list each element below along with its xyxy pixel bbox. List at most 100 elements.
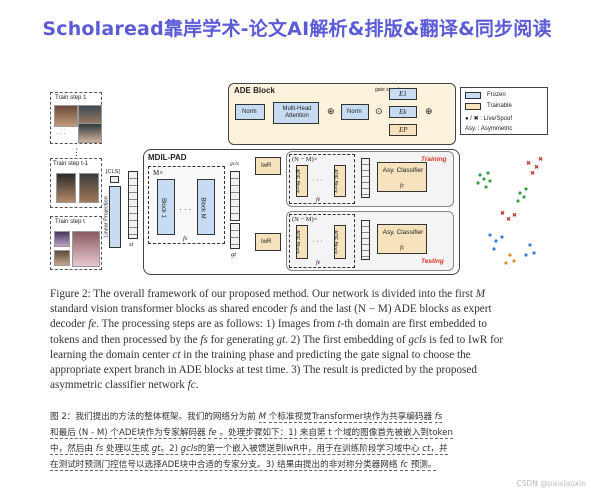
- cls-token-label: [CLS]: [106, 169, 120, 175]
- testing-branch: (N − M)× ADE Block · · · ADE Block fe As…: [286, 211, 454, 271]
- caption-zh-text: 中，然后由: [50, 444, 93, 455]
- caption-en-math: fc: [187, 379, 196, 392]
- caption-zh-math: fs: [434, 412, 443, 423]
- caption-en-text: . 2) The first embedding of: [285, 333, 406, 346]
- block-ellipsis: · · ·: [312, 238, 323, 245]
- caption-en-math: ct: [172, 348, 181, 361]
- ade-block-label: ADE Block: [331, 169, 338, 193]
- asy-classifier-testing: Asy. Classifier fc: [377, 224, 427, 254]
- block-ellipsis: · · ·: [179, 205, 192, 214]
- ade-block-training-1: ADE Block: [293, 165, 308, 197]
- linear-projection-box: Linear Projection: [104, 186, 121, 248]
- caption-en-text: appropriate expert branch in ADE blocks …: [50, 364, 477, 377]
- asy-classifier-label-2: Asy. Classifier: [382, 229, 424, 236]
- caption-en-text: learning the domain center: [50, 348, 170, 361]
- caption-zh-math: gt: [151, 444, 161, 455]
- expert-ep-label: EP: [399, 126, 408, 134]
- caption-zh-math: gcls: [180, 444, 198, 455]
- expert-e1: E1: [389, 88, 417, 100]
- mdil-pad-container: [143, 149, 460, 275]
- legend-live-spoof-label: ● / ✖ : Live/Spoof: [465, 116, 513, 122]
- nm-times-label-1: (N − M)×: [292, 156, 318, 163]
- caption-en-math: gt: [276, 333, 286, 346]
- ade-block-testing-2: ADE Block: [332, 225, 346, 259]
- svg-text:✖: ✖: [506, 216, 511, 223]
- iwr-testing-label: IwR: [261, 239, 272, 245]
- caption-zh-math: ct: [422, 444, 431, 455]
- iwr-training-box: IwR: [255, 157, 281, 175]
- caption-zh-text: 处理以生成: [105, 444, 149, 455]
- caption-zh-text: ，并: [430, 444, 448, 455]
- caption-en-text: and the last (N − M) ADE blocks as exper…: [300, 303, 492, 316]
- face-thumbnail: [79, 173, 99, 203]
- caption-zh-math: fe: [208, 428, 217, 439]
- svg-text:✖: ✖: [526, 160, 531, 167]
- mha-label: Multi-Head Attention: [282, 106, 312, 119]
- caption-zh-text: 个标准视觉Transformer块作为共享编码器: [268, 412, 433, 423]
- f-e-label-2: fe: [316, 260, 321, 266]
- token-column-testing: [361, 220, 370, 260]
- caption-en-text: . The processing steps are as follows: 1…: [96, 318, 335, 331]
- expert-ep: EP: [389, 124, 417, 136]
- ade-block-title: ADE Block: [234, 86, 275, 95]
- asy-classifier-training: Asy. Classifier fc: [377, 162, 427, 192]
- caption-en-math: M: [475, 288, 486, 300]
- block-1-label: Block 1: [159, 198, 166, 218]
- train-step-1-label: Train step 1: [55, 95, 87, 101]
- caption-en-math: fe: [88, 318, 97, 331]
- ellipsis-label: · · ·: [56, 131, 66, 137]
- scatter-cluster-live: [476, 171, 528, 203]
- token-column-training: [361, 158, 370, 198]
- caption-zh-math: fs: [95, 444, 104, 455]
- g-t-token-column-bottom: [230, 223, 240, 249]
- ade-block-label: ADE Block: [293, 230, 300, 254]
- f-s-label: fs: [183, 235, 188, 242]
- face-thumbnail: [56, 173, 76, 203]
- scatter-cluster-orange: [504, 253, 516, 265]
- ade-block-label: ADE Block: [293, 169, 300, 193]
- ade-block-testing-1: ADE Block: [293, 225, 308, 259]
- caption-zh-text: 在测试时预测门控信号以选择ADE块中合适的专家分支。3) 结果由提出的非对称分类…: [50, 460, 398, 471]
- face-thumbnail: [54, 231, 70, 247]
- training-branch: (N − M)× ADE Block · · · ADE Block fe As…: [286, 151, 454, 207]
- face-thumbnail: [72, 231, 100, 267]
- block-1: Block 1: [157, 179, 175, 235]
- caption-zh-math: M: [258, 412, 267, 423]
- framework-figure: Train step 1 · · · ⋮ Train step t-1 Trai…: [50, 83, 550, 280]
- asy-classifier-label-1: Asy. Classifier: [382, 167, 424, 174]
- caption-en-math: t: [337, 318, 341, 331]
- norm-2-label: Norm: [347, 109, 362, 115]
- mdil-pad-label: MDIL-PAD: [148, 153, 187, 162]
- norm-1-box: Norm: [235, 104, 265, 120]
- g-t-label: gt: [231, 251, 237, 258]
- train-step-t-box: Train step t: [50, 216, 102, 270]
- caption-zh-text: 。处理步骤如下：1) 来自第 t 个域的图像首先被嵌入到token: [219, 428, 453, 439]
- g-t-token-column-top: [230, 171, 240, 221]
- block-m-label: Block M: [199, 197, 206, 219]
- ade-block-detail: ADE Block Norm Multi-Head Attention ⊕ No…: [228, 83, 456, 145]
- s-t-label: st: [129, 241, 134, 248]
- expert-decoder-testing: (N − M)× ADE Block · · · ADE Block fe: [289, 214, 355, 268]
- page-title: Scholaread靠岸学术-论文AI解析&排版&翻译&同步阅读: [42, 18, 552, 40]
- legend-asy-label: Asy. : Asymmetric: [465, 126, 513, 132]
- shared-encoder-box: M× Block 1 · · · Block M fs: [148, 166, 225, 244]
- caption-en-text: tokens and then processed by the: [50, 333, 198, 346]
- caption-en-math: fs: [290, 303, 298, 316]
- gate-circle: ⊙: [375, 106, 383, 116]
- add-circle-2: ⊕: [425, 106, 433, 116]
- figure-caption-chinese: 图 2：我们提出的方法的整体框架。我们的网络分为前 M 个标准视觉Transfo…: [50, 409, 550, 473]
- legend-trainable-swatch: [465, 103, 481, 110]
- svg-text:✖: ✖: [538, 156, 543, 163]
- caption-en-text: asymmetric classifier network: [50, 379, 185, 392]
- legend-trainable-label: Trainable: [487, 103, 512, 109]
- token-column: [128, 171, 138, 239]
- caption-en-math: gcls: [408, 333, 427, 346]
- gate-signal-label: gate signal: [375, 87, 400, 93]
- feature-scatter-plot: ✖✖✖✖ ✖✖✖: [476, 156, 543, 265]
- vertical-ellipsis: ⋮: [72, 147, 81, 157]
- expert-ek-label: Ek: [399, 108, 407, 116]
- caption-zh-math: fc: [400, 460, 408, 471]
- caption-zh-text: 。2): [160, 444, 178, 455]
- svg-text:✖: ✖: [530, 170, 535, 177]
- svg-text:✖: ✖: [512, 212, 517, 219]
